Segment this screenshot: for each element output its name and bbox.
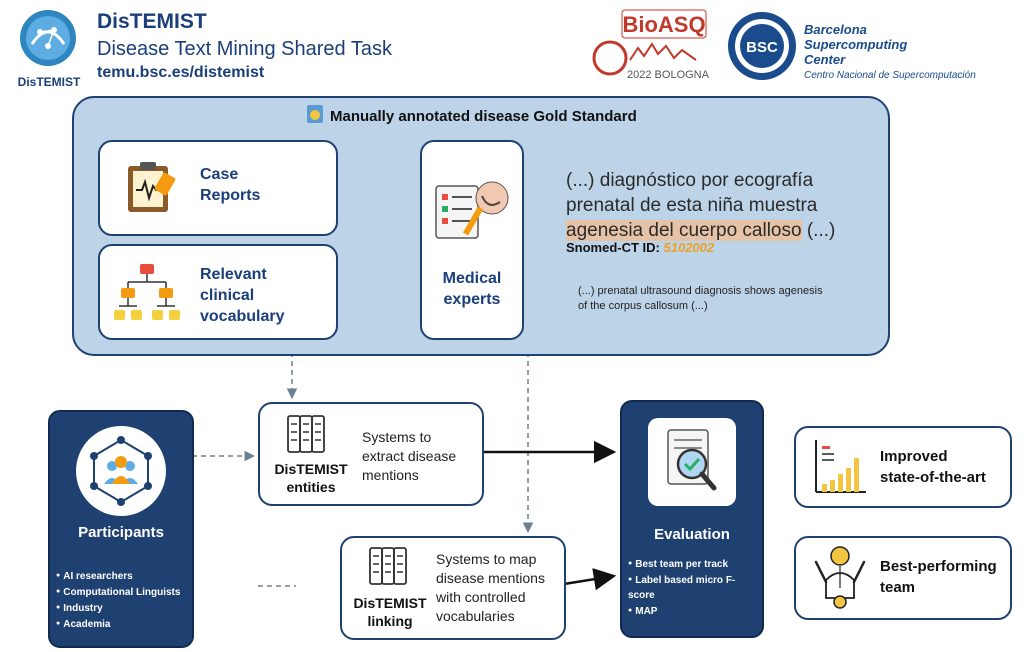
vocabulary-line-2: clinical <box>200 287 255 304</box>
medical-experts-box: Medical experts <box>420 140 524 340</box>
bsc-name-line-3: Center <box>804 52 846 67</box>
distemist-logo: DisTEMIST <box>10 6 88 90</box>
experts-line-1: Medical <box>442 270 502 287</box>
document-magnifier-icon <box>648 418 736 506</box>
participant-item: AI researchers <box>56 568 180 584</box>
snomed-code: 5102002 <box>663 240 715 255</box>
medal-icon <box>306 104 324 128</box>
participant-item: Computational Linguists <box>56 584 180 600</box>
entities-title-line-2: entities <box>286 479 336 495</box>
gold-standard-title-text: Manually annotated disease Gold Standard <box>330 107 637 125</box>
bsc-name-line-1: Barcelona <box>804 22 867 37</box>
best-line-2: team <box>880 579 916 596</box>
evaluation-item: Label based micro F-score <box>628 572 754 603</box>
bsc-subname: Centro Nacional de Supercomputación <box>804 70 976 81</box>
evaluation-list: Best team per track Label based micro F-… <box>628 556 754 619</box>
bioasq-logo: BioASQ 2022 BOLOGNA <box>592 8 712 84</box>
linking-desc-line-1: Systems to map <box>436 551 537 567</box>
english-translation: (...) prenatal ultrasound diagnosis show… <box>578 285 823 312</box>
winner-person-icon <box>812 544 868 615</box>
page-title: DisTEMIST <box>97 10 207 33</box>
best-team-box: Best-performing team <box>794 536 1012 620</box>
entities-desc-line-3: mentions <box>362 467 419 483</box>
distemist-entities-box: DisTEMIST entities Systems to extract di… <box>258 402 484 506</box>
evaluation-item: Best team per track <box>628 556 754 572</box>
bsc-logo: BSC Barcelona Supercomputing Center Cent… <box>724 10 994 84</box>
case-reports-line-1: Case <box>200 166 239 183</box>
case-reports-box: Case Reports <box>98 140 338 236</box>
bioasq-logo-text: BioASQ <box>622 12 705 37</box>
spanish-after: (...) <box>801 220 836 241</box>
clipboard-icon <box>122 160 178 221</box>
network-people-icon <box>76 426 166 516</box>
participants-title: Participants <box>78 524 164 541</box>
improved-sota-box: Improved state-of-the-art <box>794 426 1012 508</box>
spanish-highlight-mention: agenesia del cuerpo calloso <box>566 220 802 241</box>
case-reports-line-2: Reports <box>200 187 261 204</box>
entities-desc-line-2: extract disease <box>362 448 457 464</box>
entities-title-line-1: DisTEMIST <box>274 461 348 477</box>
improved-line-2: state-of-the-art <box>880 469 986 486</box>
distemist-logo-text: DisTEMIST <box>18 75 81 89</box>
gold-standard-title: Manually annotated disease Gold Standard <box>306 104 637 128</box>
distemist-linking-box: DisTEMIST linking Systems to map disease… <box>340 536 566 640</box>
task-url[interactable]: temu.bsc.es/distemist <box>97 64 265 81</box>
page-subtitle: Disease Text Mining Shared Task <box>97 38 392 60</box>
snomed-label-text: Snomed-CT ID: <box>566 240 660 255</box>
hierarchy-icon <box>114 262 180 329</box>
linking-title-line-2: linking <box>367 613 413 629</box>
vocabulary-line-1: Relevant <box>200 266 267 283</box>
bar-chart-icon <box>812 438 868 501</box>
server-icon <box>284 412 328 461</box>
expert-annotation-icon <box>430 176 514 251</box>
experts-line-2: experts <box>443 291 501 308</box>
entities-desc-line-1: Systems to <box>362 429 432 445</box>
spanish-before: (...) diagnóstico por ecografía prenatal… <box>566 170 818 216</box>
participants-list: AI researchers Computational Linguists I… <box>56 568 180 632</box>
improved-line-1: Improved <box>880 448 948 465</box>
linking-desc-line-2: disease mentions <box>436 570 545 586</box>
spanish-example: (...) diagnóstico por ecografía prenatal… <box>566 168 876 243</box>
participant-item: Academia <box>56 616 180 632</box>
bioasq-event: 2022 BOLOGNA <box>627 69 710 81</box>
evaluation-item: MAP <box>628 603 754 619</box>
evaluation-title: Evaluation <box>654 526 730 543</box>
bsc-name-line-2: Supercomputing <box>804 37 907 52</box>
linking-desc-line-3: with controlled <box>436 589 526 605</box>
snomed-label: Snomed-CT ID: 5102002 <box>566 240 714 255</box>
bsc-badge: BSC <box>746 39 778 56</box>
arrow-linking-to-evaluation <box>563 568 617 591</box>
best-line-1: Best-performing <box>880 558 997 575</box>
linking-title-line-1: DisTEMIST <box>353 595 427 611</box>
linking-desc-line-4: vocabularies <box>436 608 515 624</box>
participant-item: Industry <box>56 600 180 616</box>
vocabulary-line-3: vocabulary <box>200 308 285 325</box>
server-icon <box>366 544 410 593</box>
vocabulary-box: Relevant clinical vocabulary <box>98 244 338 340</box>
